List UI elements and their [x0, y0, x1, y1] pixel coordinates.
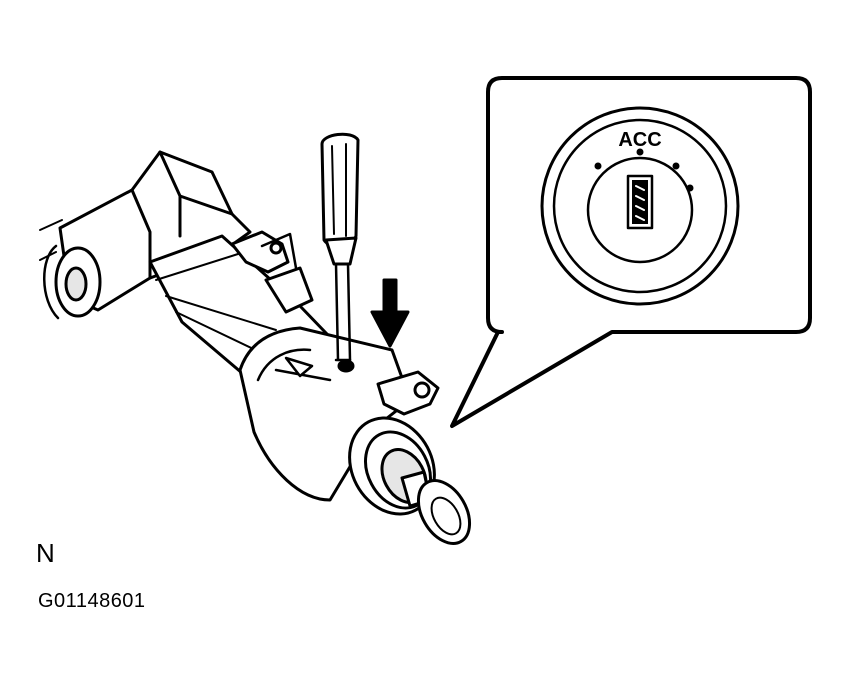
down-arrow-icon	[370, 278, 410, 348]
lock-cylinder-body	[148, 230, 440, 516]
figure-letter: N	[36, 538, 55, 568]
figure-code: G01148601	[38, 590, 146, 612]
acc-position-label: ACC	[618, 129, 661, 151]
screwdriver-icon	[320, 132, 360, 362]
column-housing	[39, 150, 252, 320]
detail-callout: ACC	[450, 76, 812, 428]
key-icon	[400, 470, 472, 545]
